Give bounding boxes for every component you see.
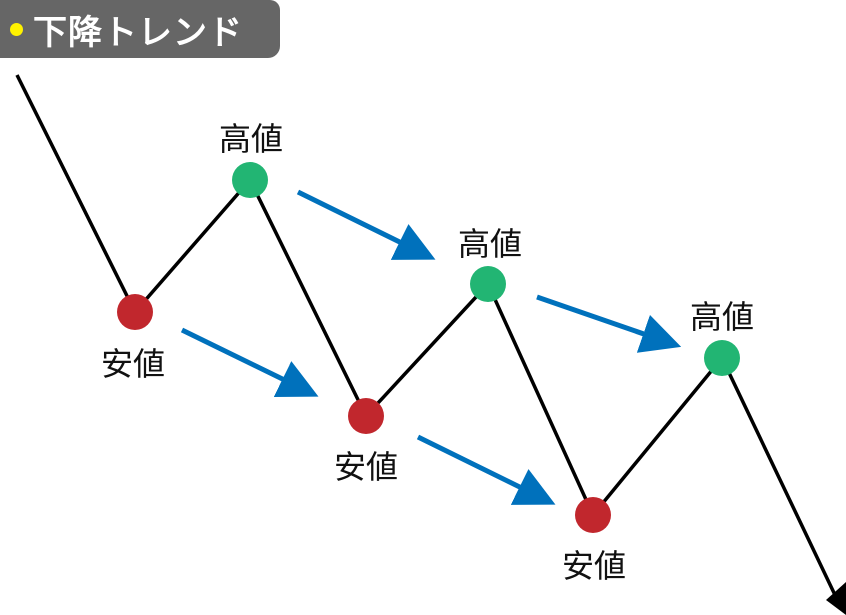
lower-high-arrow (296, 189, 436, 260)
trend-arrowhead-icon (826, 582, 846, 615)
lower-high-arrow (536, 294, 682, 353)
low-label: 安値 (561, 547, 627, 585)
high-point (470, 266, 506, 302)
lower-low-arrow (180, 327, 319, 398)
high-label: 高値 (689, 298, 755, 336)
low-label: 安値 (333, 448, 399, 486)
lower-low-arrow (416, 434, 556, 505)
low-point (117, 294, 153, 330)
high-label: 高値 (218, 120, 284, 158)
low-point (348, 398, 384, 434)
low-label: 安値 (100, 345, 166, 383)
title: 下降トレンド (33, 12, 243, 53)
high-point (704, 340, 740, 376)
low-point (575, 497, 611, 533)
bullet-dot-icon (10, 22, 23, 36)
title-badge: 下降トレンド (0, 0, 280, 58)
high-label: 高値 (457, 225, 523, 263)
high-point (232, 162, 268, 198)
price-line (15, 74, 837, 596)
